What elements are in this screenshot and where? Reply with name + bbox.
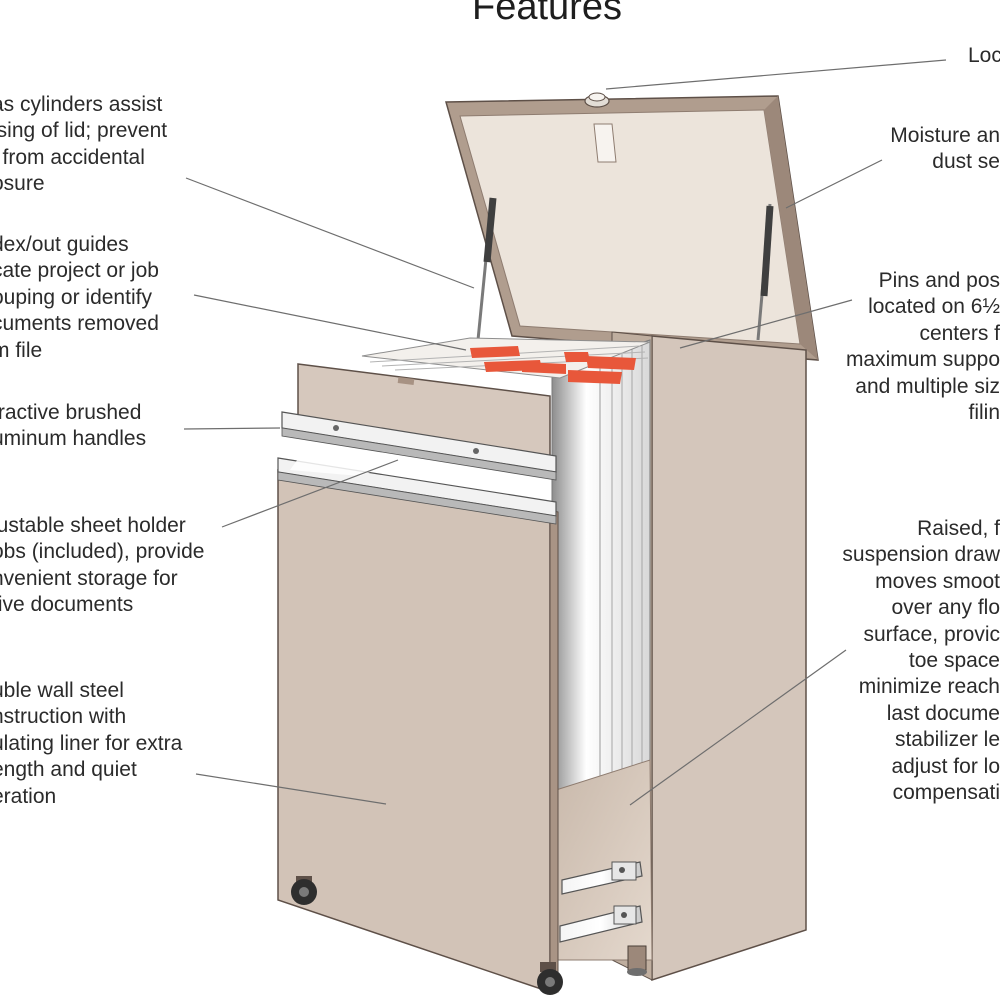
leader-handles [183, 427, 281, 430]
stabilizer-leg-icon [627, 945, 647, 976]
leader-lines [183, 59, 947, 806]
leader-double-wall [195, 773, 387, 805]
callout-suspension-drawer: Raised, f suspension draw moves smoot ov… [842, 517, 1000, 804]
drawer-front-panel [277, 363, 559, 994]
callout-pins-posts: Pins and pos located on 6½ centers f max… [845, 269, 1000, 424]
leader-suspension-drawer [629, 649, 847, 806]
callout-index-guides: dex/out guides cate project or job oupin… [0, 233, 159, 362]
caster-front-left [291, 876, 317, 905]
diagram-title: Features [472, 0, 622, 28]
drawer-slide-lower [559, 905, 643, 943]
caster-front-right [537, 962, 563, 995]
callout-moisture-seal: Moisture an dust se [890, 124, 1000, 174]
drawer-slide-upper [561, 861, 643, 895]
handle-glare [290, 456, 400, 476]
callout-gas-cylinders: as cylinders assist ising of lid; preven… [0, 93, 168, 196]
file-tab-6 [568, 370, 622, 384]
handle-upper [281, 411, 557, 481]
lock-icon [584, 92, 610, 108]
file-tabs [470, 346, 636, 384]
leader-pins-posts [679, 299, 853, 349]
hanging-sheets [551, 339, 651, 821]
lid-seal-edge [764, 96, 818, 360]
callout-double-wall: uble wall steel nstruction with ulating … [0, 679, 183, 808]
leader-moisture-seal [785, 159, 883, 209]
lid [445, 95, 819, 361]
leader-gas-cylinders [185, 177, 475, 289]
leader-lock [605, 59, 947, 90]
callout-sheet-holder: justable sheet holder obs (included), pr… [0, 514, 205, 617]
callout-handles: tractive brushed uminum handles [0, 401, 147, 451]
leader-sheet-holder [221, 459, 399, 528]
callout-lock: Loc [968, 44, 1000, 67]
lid-bracket [593, 123, 617, 163]
file-tab-1 [470, 346, 520, 358]
leader-index-guides [193, 294, 467, 351]
gas-cylinder-right-icon [756, 203, 774, 341]
file-tab-5 [522, 362, 566, 374]
gas-cylinder-left-icon [476, 197, 497, 341]
file-tab-4 [586, 356, 636, 370]
file-tab-3 [564, 352, 590, 362]
